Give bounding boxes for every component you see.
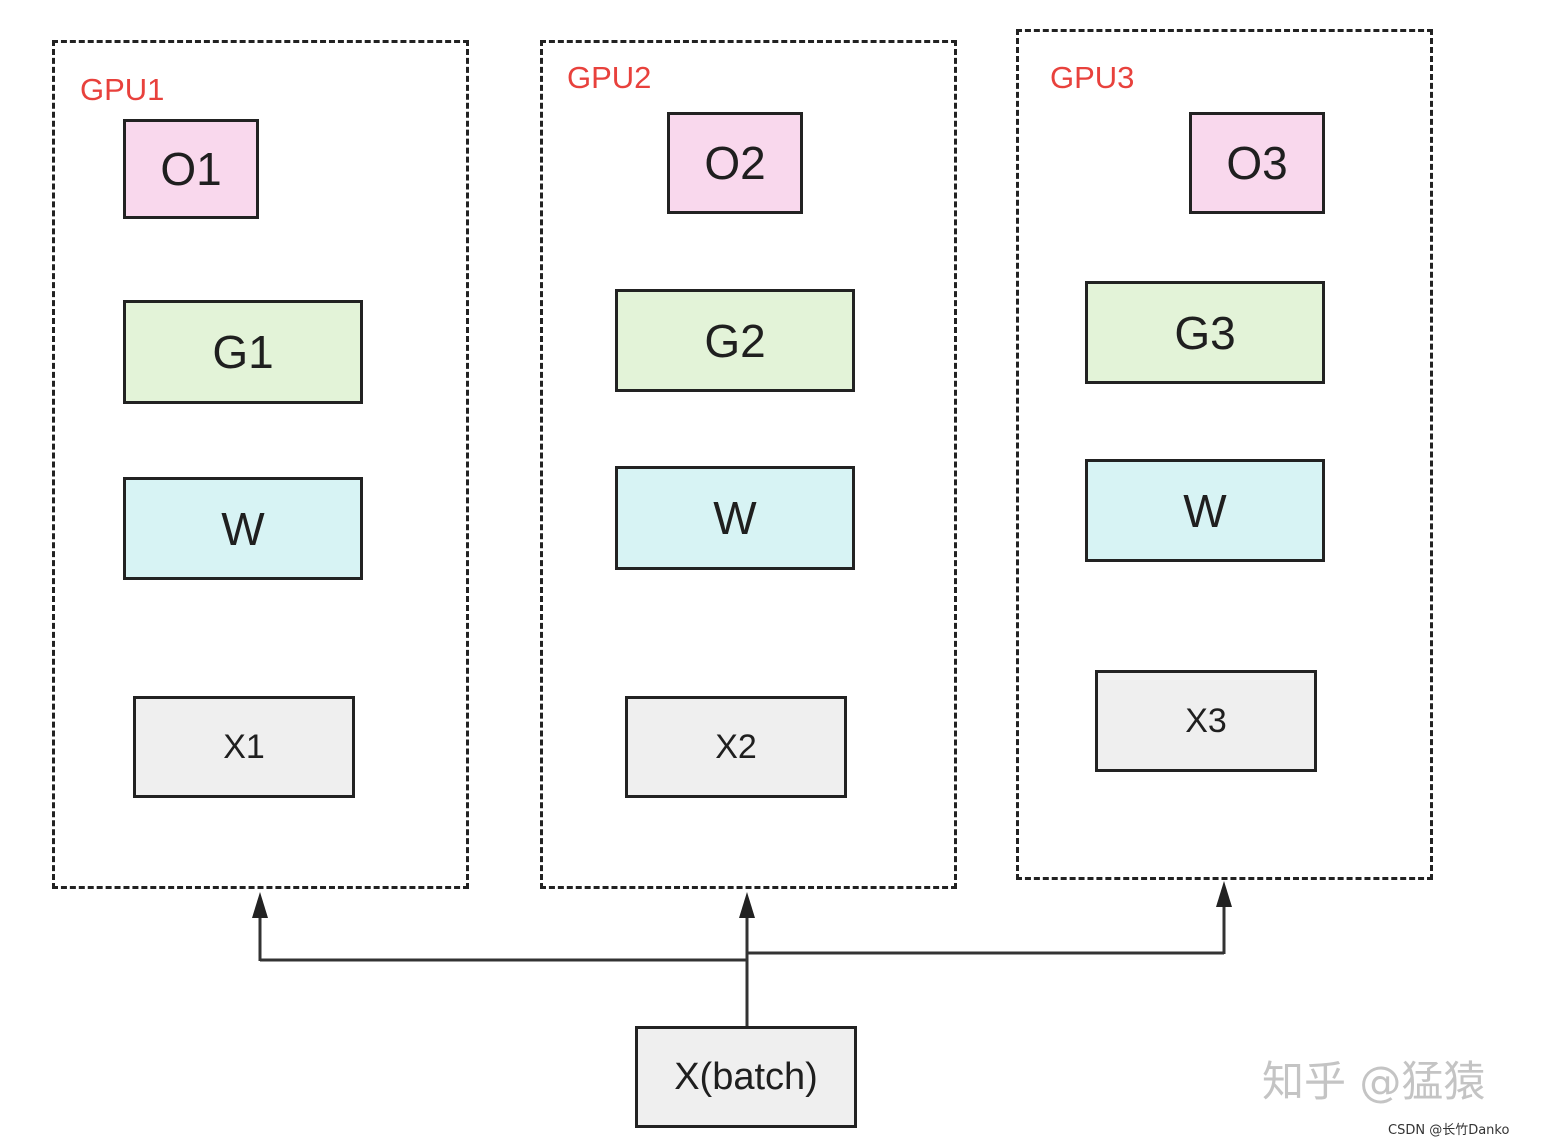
gpu2-weight-node: W xyxy=(615,466,855,570)
gpu2-frame xyxy=(540,40,957,889)
gpu3-label: GPU3 xyxy=(1050,60,1135,95)
arrowhead-gpu3 xyxy=(1216,881,1232,907)
gpu3-gradient-node: G3 xyxy=(1085,281,1325,384)
gpu1-gradient-node: G1 xyxy=(123,300,363,404)
gpu1-input-node: X1 xyxy=(133,696,355,798)
gpu3-output-node: O3 xyxy=(1189,112,1325,214)
gpu1-frame xyxy=(52,40,469,889)
gpu1-output-node: O1 xyxy=(123,119,259,219)
gpu2-output-node: O2 xyxy=(667,112,803,214)
gpu2-label: GPU2 xyxy=(567,60,652,95)
gpu3-input-node: X3 xyxy=(1095,670,1317,772)
arrowhead-gpu1 xyxy=(252,892,268,918)
csdn-watermark: CSDN @长竹Danko xyxy=(1388,1123,1510,1138)
arrowhead-gpu2 xyxy=(739,892,755,918)
gpu1-label: GPU1 xyxy=(80,72,165,107)
gpu1-weight-node: W xyxy=(123,477,363,580)
batch-input-node: X(batch) xyxy=(635,1026,857,1128)
gpu2-input-node: X2 xyxy=(625,696,847,798)
gpu2-gradient-node: G2 xyxy=(615,289,855,392)
gpu3-frame xyxy=(1016,29,1433,880)
zhihu-watermark: 知乎 @猛猿 xyxy=(1262,1057,1486,1106)
gpu3-weight-node: W xyxy=(1085,459,1325,562)
